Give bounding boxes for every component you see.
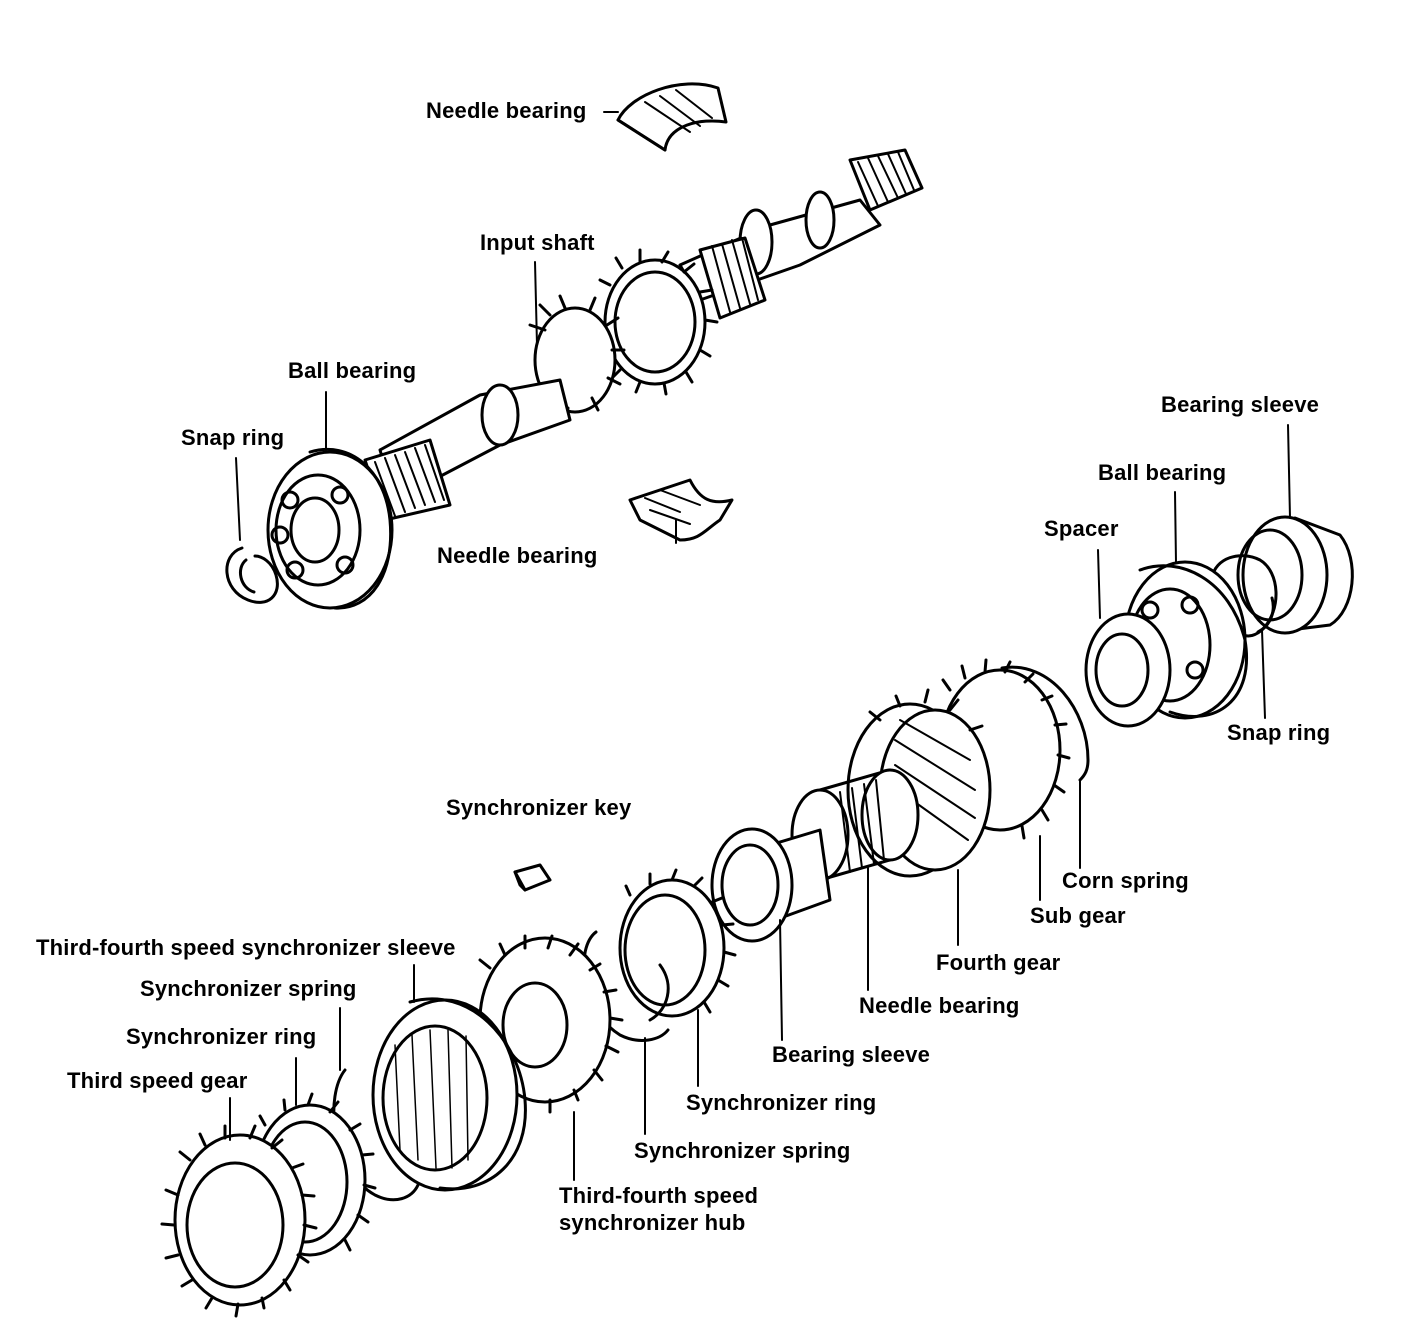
label-fourth-gear: Fourth gear <box>936 950 1061 975</box>
label-snap-ring-right: Snap ring <box>1227 720 1331 745</box>
synchronizer-sleeve-part <box>371 997 527 1192</box>
label-spacer: Spacer <box>1044 516 1119 541</box>
needle-bearing-mid-part <box>628 478 734 542</box>
spacer-part <box>1084 612 1172 728</box>
label-needle-bearing-top: Needle bearing <box>426 98 587 123</box>
label-ball-bearing-right: Ball bearing <box>1098 460 1227 485</box>
needle-bearing-top-part <box>616 82 728 152</box>
label-needle-bearing-lower: Needle bearing <box>859 993 1020 1018</box>
bearing-sleeve-right-part <box>1236 515 1354 635</box>
input-shaft-part <box>363 148 924 522</box>
synchronizer-key-part <box>513 863 552 892</box>
snap-ring-right-part <box>1210 554 1278 638</box>
label-needle-bearing-mid: Needle bearing <box>437 543 598 568</box>
label-synchronizer-spring-right: Synchronizer spring <box>634 1138 851 1163</box>
label-synchronizer-ring-right: Synchronizer ring <box>686 1090 877 1115</box>
label-synchronizer-hub-line1: Third-fourth speed <box>559 1183 759 1208</box>
label-corn-spring: Corn spring <box>1062 868 1189 893</box>
label-ball-bearing-left: Ball bearing <box>288 358 417 383</box>
ball-bearing-left-part <box>266 447 394 610</box>
label-snap-ring-left: Snap ring <box>181 425 285 450</box>
bearing-sleeve-lower-part <box>710 827 832 943</box>
third-speed-gear-part <box>160 1124 318 1318</box>
leader-lines <box>229 111 1291 1181</box>
label-synchronizer-sleeve: Third-fourth speed synchronizer sleeve <box>36 935 456 960</box>
label-sub-gear: Sub gear <box>1030 903 1126 928</box>
label-synchronizer-hub-line2: synchronizer hub <box>559 1210 746 1235</box>
snap-ring-left-part <box>225 546 279 604</box>
label-bearing-sleeve-right: Bearing sleeve <box>1161 392 1320 417</box>
label-synchronizer-key: Synchronizer key <box>446 795 632 820</box>
label-input-shaft: Input shaft <box>480 230 595 255</box>
label-third-speed-gear: Third speed gear <box>67 1068 248 1093</box>
label-synchronizer-ring-left: Synchronizer ring <box>126 1024 317 1049</box>
label-synchronizer-spring-left: Synchronizer spring <box>140 976 357 1001</box>
corn-spring-part <box>1000 665 1090 782</box>
label-bearing-sleeve-lower: Bearing sleeve <box>772 1042 931 1067</box>
